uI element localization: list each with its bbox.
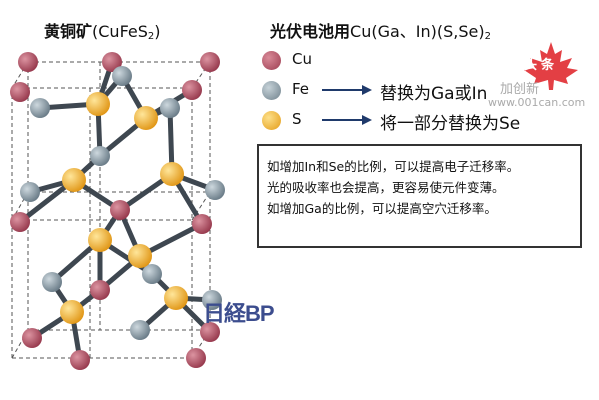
s-atom	[128, 244, 152, 268]
watermark-url: www.001can.com	[488, 96, 586, 109]
fe-atom	[112, 66, 132, 86]
cell-edge	[11, 329, 29, 359]
legend-cu-label: Cu	[292, 50, 312, 68]
cu-atom	[22, 328, 42, 348]
cu-atom	[110, 200, 130, 220]
fe-substitution-text: 替换为Ga或In	[380, 84, 488, 104]
cu-atom	[186, 348, 206, 368]
chalcopyrite-formula: (CuFeS2)	[92, 22, 161, 42]
s-atom	[62, 168, 86, 192]
legend-s: S	[262, 108, 302, 132]
pv-cell-title: 光伏电池用Cu(Ga、In)(S,Se)2	[270, 18, 491, 42]
note-line: 如增加Ga的比例，可以提高空穴迁移率。	[267, 201, 497, 216]
fe-atom	[42, 272, 62, 292]
cu-atom	[10, 82, 30, 102]
note-line: 如增加In和Se的比例，可以提高电子迁移率。	[267, 159, 520, 174]
cu-atom	[10, 212, 30, 232]
fe-atom	[30, 98, 50, 118]
chalcopyrite-title: 黄铜矿(CuFeS2)	[44, 18, 161, 42]
fe-atom-icon	[262, 80, 281, 100]
cu-atom	[70, 350, 90, 370]
fe-atom	[20, 182, 40, 202]
pv-cell-formula-text: Cu(Ga、In)(S,Se)	[350, 22, 485, 41]
cu-atom	[90, 280, 110, 300]
cell-edge	[191, 61, 211, 89]
cell-edge	[11, 61, 29, 89]
cu-atom	[182, 80, 202, 100]
note-line: 光的吸收率也会提高，更容易使元件变薄。	[267, 180, 505, 195]
watermark-brand: 加创新	[500, 82, 540, 97]
fe-atom	[160, 98, 180, 118]
maple-leaf-icon	[524, 42, 578, 90]
cu-atom-icon	[262, 50, 281, 70]
fe-arrow-icon	[322, 85, 372, 95]
legend-fe: Fe	[262, 78, 309, 102]
legend-fe-label: Fe	[292, 80, 310, 98]
cu-atom	[192, 214, 212, 234]
pv-cell-formula: Cu(Ga、In)(S,Se)2	[350, 22, 491, 42]
cu-atom	[102, 52, 122, 72]
fe-atom	[202, 290, 222, 310]
s-atom-icon	[262, 110, 281, 130]
fe-atom	[205, 180, 225, 200]
chalcopyrite-name: 黄铜矿	[44, 22, 93, 41]
s-substitution-text: 将一部分替换为Se	[380, 114, 521, 134]
pv-cell-name: 光伏电池用	[270, 22, 351, 41]
chalcopyrite-formula-sub: 2	[147, 31, 155, 42]
s-atom	[86, 92, 110, 116]
s-atom	[164, 286, 188, 310]
chalcopyrite-formula-text: (CuFeS	[92, 22, 148, 41]
fe-atom	[90, 146, 110, 166]
cu-atom	[200, 52, 220, 72]
crystal-structure-diagram	[10, 52, 225, 370]
legend-cu: Cu	[262, 48, 312, 72]
s-arrow-icon	[322, 115, 372, 125]
notes-box: 如增加In和Se的比例，可以提高电子迁移率。 光的吸收率也会提高，更容易使元件变…	[257, 144, 582, 248]
nikkei-bp-logo: 日経BP	[203, 301, 275, 326]
cell-edge	[191, 191, 211, 221]
cell-edge	[191, 329, 211, 359]
fe-atom	[142, 264, 162, 284]
pv-cell-formula-sub: 2	[484, 31, 491, 42]
s-atom	[160, 162, 184, 186]
s-atom	[60, 300, 84, 324]
fe-atom	[130, 320, 150, 340]
legend-s-label: S	[292, 110, 302, 128]
watermark-corner-text: 头条	[524, 58, 559, 73]
chalcopyrite-formula-close: )	[154, 22, 161, 41]
s-atom	[88, 228, 112, 252]
cell-edge	[11, 191, 29, 221]
cu-atom	[18, 52, 38, 72]
cu-atom	[200, 322, 220, 342]
s-atom	[134, 106, 158, 130]
